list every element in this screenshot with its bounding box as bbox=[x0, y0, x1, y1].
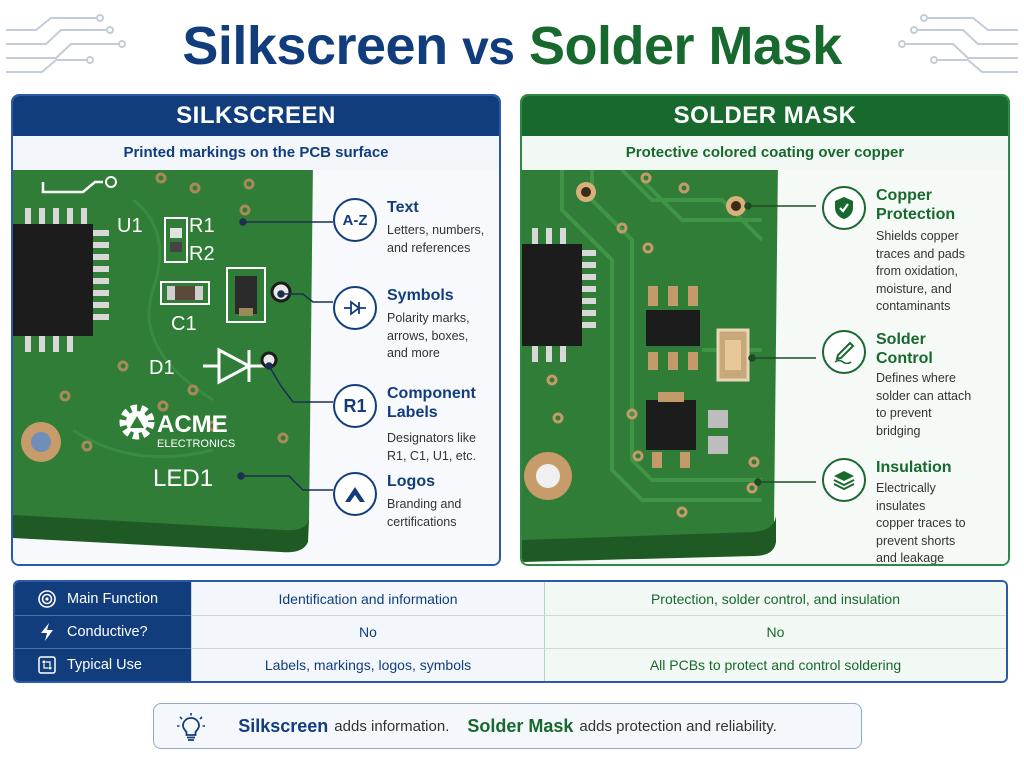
az-icon: A-Z bbox=[333, 198, 377, 242]
title-vs: vs bbox=[462, 22, 515, 75]
component-label-icon: R1 bbox=[333, 384, 377, 428]
soldermask-header: SOLDER MASK bbox=[522, 96, 1008, 136]
board-label-u1: U1 bbox=[117, 215, 143, 237]
silkscreen-pcb-illustration: U1 R1 R2 C1 D1 ACME ELECTRONICS LED1 bbox=[13, 170, 333, 553]
logo-icon bbox=[333, 472, 377, 516]
shield-check-icon bbox=[822, 186, 866, 230]
lightbulb-icon bbox=[177, 713, 205, 741]
soldermask-pcb-illustration bbox=[522, 170, 816, 562]
silkscreen-subtitle: Printed markings on the PCB surface bbox=[13, 136, 499, 170]
board-label-r2: R2 bbox=[189, 243, 215, 265]
soldermask-panel: SOLDER MASK Protective colored coating o… bbox=[520, 94, 1010, 566]
diode-symbol-icon bbox=[333, 286, 377, 330]
comparison-table: Main Function Identification and informa… bbox=[13, 580, 1008, 683]
lightning-icon bbox=[37, 622, 57, 642]
circuit-icon bbox=[37, 655, 57, 675]
soldermask-subtitle: Protective colored coating over copper bbox=[522, 136, 1008, 170]
gear-icon bbox=[119, 404, 155, 440]
circuit-decoration-left bbox=[6, 14, 126, 73]
target-icon bbox=[37, 589, 57, 609]
board-label-led1: LED1 bbox=[153, 465, 213, 492]
board-label-c1: C1 bbox=[171, 313, 197, 335]
board-logo-line1: ACME bbox=[157, 411, 228, 438]
board-label-d1: D1 bbox=[149, 357, 175, 379]
board-label-r1: R1 bbox=[189, 215, 215, 237]
solder-pen-icon bbox=[822, 330, 866, 374]
title-solder-mask: Solder Mask bbox=[528, 16, 842, 76]
page-title: Silkscreen vs Solder Mask bbox=[0, 14, 1024, 81]
silkscreen-body: U1 R1 R2 C1 D1 ACME ELECTRONICS LED1 A-Z… bbox=[13, 170, 499, 564]
silkscreen-panel: SILKSCREEN Printed markings on the PCB s… bbox=[11, 94, 501, 566]
silkscreen-header: SILKSCREEN bbox=[13, 96, 499, 136]
table-row: Typical Use Labels, markings, logos, sym… bbox=[15, 648, 1006, 681]
summary-banner: Silkscreen adds information. Solder Mask… bbox=[153, 703, 862, 749]
circuit-decoration-right bbox=[898, 14, 1018, 73]
table-row: Conductive? No No bbox=[15, 615, 1006, 648]
soldermask-body: Copper Protection Shields copper traces … bbox=[522, 170, 1008, 564]
board-logo-line2: ELECTRONICS bbox=[157, 438, 235, 450]
title-silkscreen: Silkscreen bbox=[182, 16, 448, 76]
layers-icon bbox=[822, 458, 866, 502]
table-row: Main Function Identification and informa… bbox=[15, 582, 1006, 615]
